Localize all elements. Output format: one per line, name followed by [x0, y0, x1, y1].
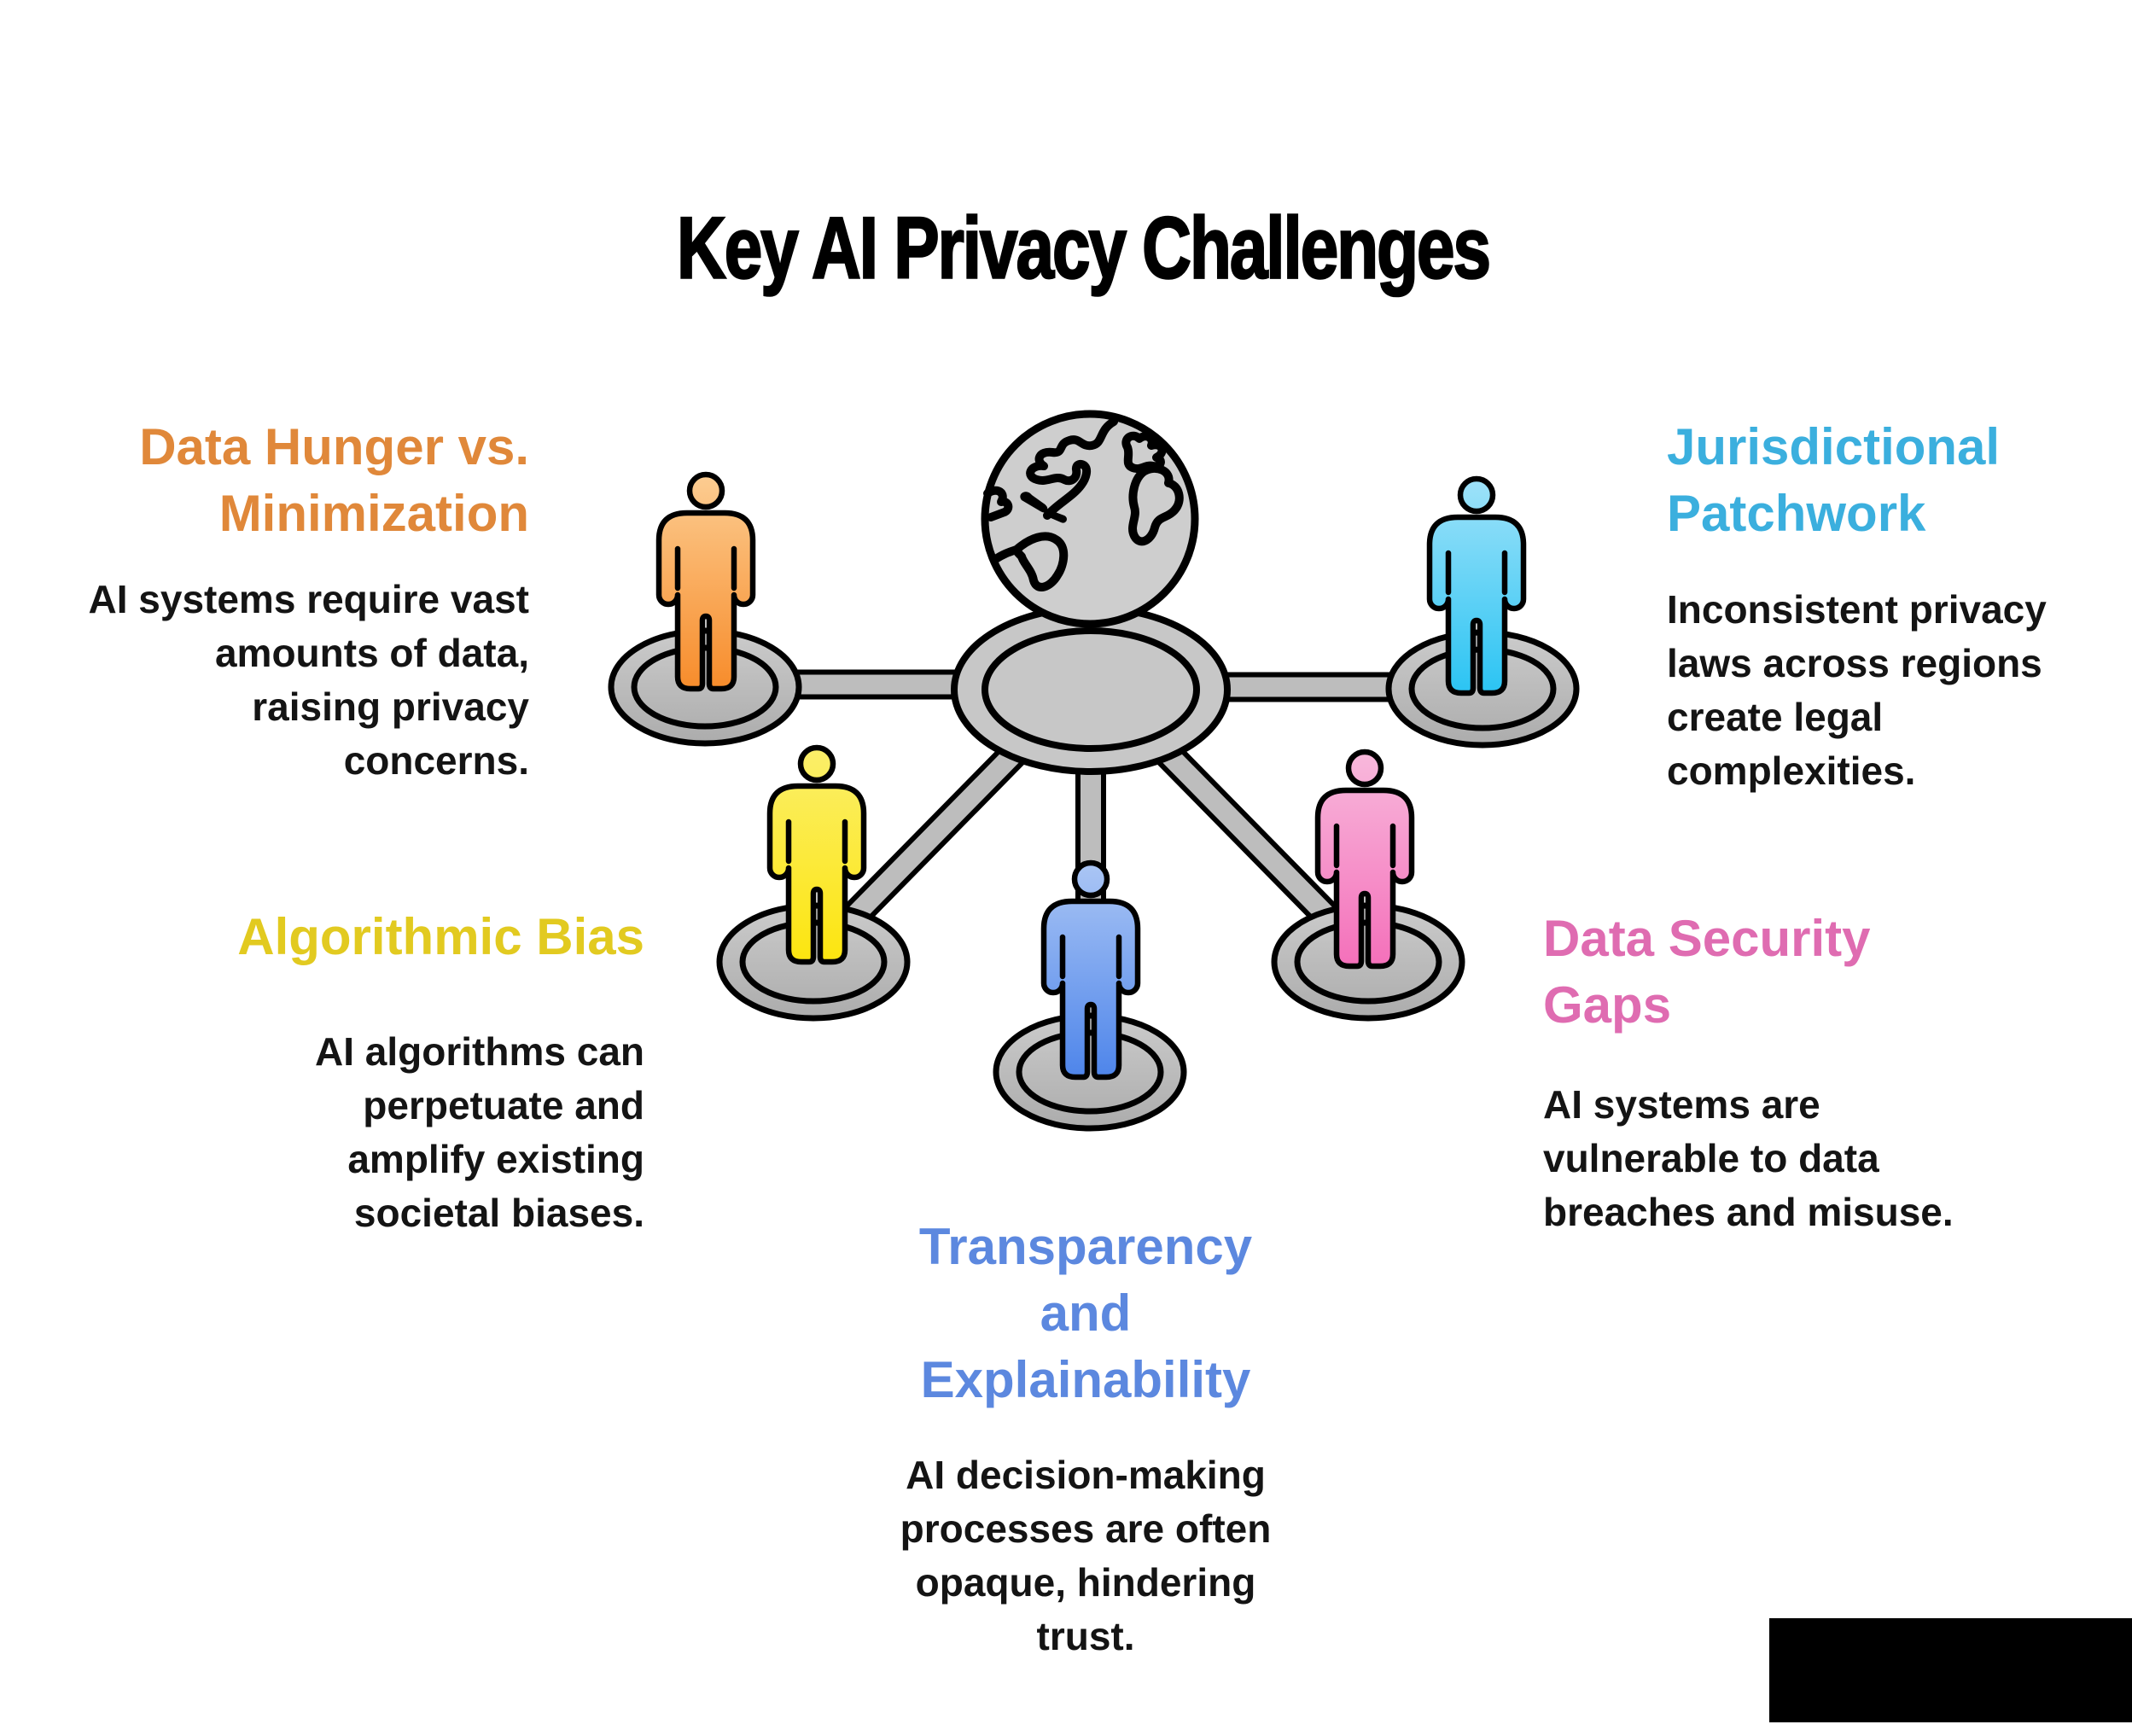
network-diagram: [512, 410, 1673, 1195]
page-title: Key AI Privacy Challenges: [676, 198, 1492, 297]
challenge-heading: Jurisdictional Patchwork: [1667, 418, 2001, 542]
challenge-heading: Data Security Gaps: [1543, 910, 1871, 1034]
continent-south-america: [990, 532, 1069, 591]
challenge-block-data-security-gaps: Data Security Gaps AI systems are vulner…: [1543, 906, 2004, 1239]
challenge-body: AI systems are vulnerable to data breach…: [1543, 1082, 1954, 1234]
challenge-block-algorithmic-bias: Algorithmic Bias AI algorithms can perpe…: [132, 904, 644, 1240]
caribbean-islands: [1049, 510, 1067, 523]
challenge-block-transparency-explainability: Transparency and Explainability AI decis…: [813, 1214, 1359, 1663]
continent-north-america: [1026, 417, 1118, 520]
challenge-body: AI decision-making processes are often o…: [900, 1453, 1272, 1658]
continent-africa: [1128, 463, 1184, 546]
left-edge-landmass: [983, 486, 1013, 521]
challenge-body: AI systems require vast amounts of data,…: [88, 577, 530, 783]
challenge-heading: Transparency and Explainability: [918, 1218, 1253, 1408]
black-corner-block: [1769, 1618, 2132, 1722]
challenge-body: Inconsistent privacy laws across regions…: [1667, 587, 2047, 793]
challenge-block-jurisdictional-patchwork: Jurisdictional Patchwork Inconsistent pr…: [1667, 414, 2111, 798]
challenge-body: AI algorithms can perpetuate and amplify…: [315, 1029, 644, 1235]
globe-icon: [981, 410, 1199, 628]
challenge-heading: Algorithmic Bias: [237, 908, 644, 965]
continent-europe: [1121, 431, 1167, 474]
challenge-block-data-hunger: Data Hunger vs. Minimization AI systems …: [51, 414, 530, 788]
central-america-landmass: [1020, 492, 1048, 513]
challenge-heading: Data Hunger vs. Minimization: [139, 418, 529, 542]
network-hub: [951, 604, 1231, 775]
